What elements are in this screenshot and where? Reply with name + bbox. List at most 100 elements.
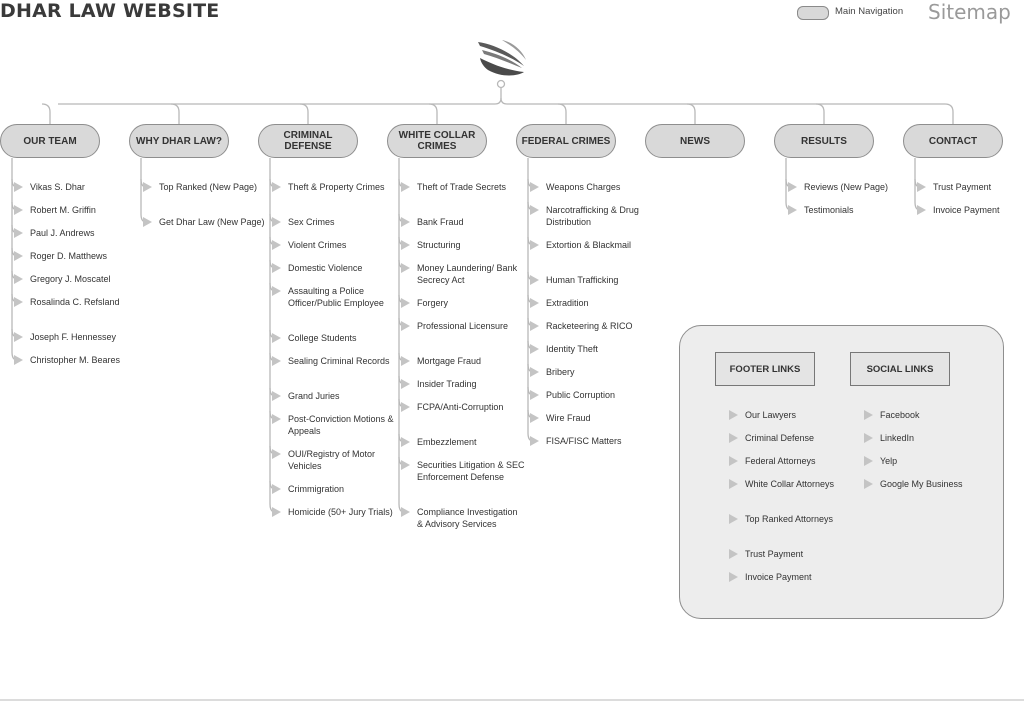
nav-item-narcotrafficking-drug-distribution[interactable]: Narcotrafficking & Drug Distribution [530,204,654,228]
arrow-right-icon [729,514,738,524]
nav-item-racketeering-rico[interactable]: Racketeering & RICO [530,320,654,332]
arrow-right-icon [401,298,410,308]
nav-item-bribery[interactable]: Bribery [530,366,654,378]
nav-item-weapons-charges[interactable]: Weapons Charges [530,181,654,193]
footer-item-federal-attorneys[interactable]: Federal Attorneys [729,455,835,467]
arrow-right-icon [401,240,410,250]
legend-main-nav-swatch [797,6,829,20]
arrow-right-icon [530,390,539,400]
nav-item-label: Testimonials [804,205,854,215]
nav-item-grand-juries[interactable]: Grand Juries [272,390,396,402]
nav-item-money-laundering-bank-secrecy-act[interactable]: Money Laundering/ Bank Secrecy Act [401,262,525,286]
footer-item-trust-payment[interactable]: Trust Payment [729,548,835,560]
arrow-right-icon [401,460,410,470]
nav-item-gregory-j-moscatel[interactable]: Gregory J. Moscatel [14,273,138,285]
nav-item-theft-of-trade-secrets[interactable]: Theft of Trade Secrets [401,181,525,193]
nav-item-top-ranked-new-page[interactable]: Top Ranked (New Page) [143,181,267,193]
nav-item-robert-m-griffin[interactable]: Robert M. Griffin [14,204,138,216]
nav-item-invoice-payment[interactable]: Invoice Payment [917,204,1024,216]
nav-item-sealing-criminal-records[interactable]: Sealing Criminal Records [272,355,396,367]
nav-item-joseph-f-hennessey[interactable]: Joseph F. Hennessey [14,331,138,343]
nav-item-label: Embezzlement [417,437,477,447]
nav-item-professional-licensure[interactable]: Professional Licensure [401,320,525,332]
nav-item-crimmigration[interactable]: Crimmigration [272,483,396,495]
nav-item-oui-registry-of-motor-vehicles[interactable]: OUI/Registry of Motor Vehicles [272,448,396,472]
nav-item-label: Invoice Payment [933,205,1000,215]
footer-item-criminal-defense[interactable]: Criminal Defense [729,432,835,444]
nav-node-label: NEWS [680,135,710,147]
arrow-right-icon [14,182,23,192]
arrow-right-icon [14,332,23,342]
arrow-right-icon [530,344,539,354]
arrow-right-icon [272,263,281,273]
nav-item-trust-payment[interactable]: Trust Payment [917,181,1024,193]
nav-item-label: Sex Crimes [288,217,335,227]
footer-item-linkedin[interactable]: LinkedIn [864,432,970,444]
nav-item-bank-fraud[interactable]: Bank Fraud [401,216,525,228]
nav-item-securities-litigation-sec-enforcement-defense[interactable]: Securities Litigation & SEC Enforcement … [401,459,525,483]
arrow-right-icon [401,263,410,273]
nav-item-get-dhar-law-new-page[interactable]: Get Dhar Law (New Page) [143,216,267,228]
nav-item-post-conviction-motions-appeals[interactable]: Post-Conviction Motions & Appeals [272,413,396,437]
nav-item-human-trafficking[interactable]: Human Trafficking [530,274,654,286]
nav-item-label: Human Trafficking [546,275,619,285]
nav-item-domestic-violence[interactable]: Domestic Violence [272,262,396,274]
nav-item-extortion-blackmail[interactable]: Extortion & Blackmail [530,239,654,251]
footer-item-facebook[interactable]: Facebook [864,409,970,421]
arrow-right-icon [272,182,281,192]
nav-item-theft-property-crimes[interactable]: Theft & Property Crimes [272,181,396,193]
nav-item-label: Get Dhar Law (New Page) [159,217,265,227]
nav-item-roger-d-matthews[interactable]: Roger D. Matthews [14,250,138,262]
nav-node-federal-crimes[interactable]: FEDERAL CRIMES [516,124,616,158]
nav-item-testimonials[interactable]: Testimonials [788,204,912,216]
nav-item-reviews-new-page[interactable]: Reviews (New Page) [788,181,912,193]
arrow-right-icon [864,456,873,466]
nav-item-insider-trading[interactable]: Insider Trading [401,378,525,390]
nav-item-violent-crimes[interactable]: Violent Crimes [272,239,396,251]
nav-item-wire-fraud[interactable]: Wire Fraud [530,412,654,424]
nav-node-results[interactable]: RESULTS [774,124,874,158]
footer-item-top-ranked-attorneys[interactable]: Top Ranked Attorneys [729,513,835,525]
footer-node-social-links[interactable]: SOCIAL LINKS [850,352,950,386]
arrow-right-icon [143,182,152,192]
nav-item-homicide-50-jury-trials[interactable]: Homicide (50+ Jury Trials) [272,506,396,518]
arrow-right-icon [401,379,410,389]
nav-node-white-collar-crimes[interactable]: WHITE COLLAR CRIMES [387,124,487,158]
nav-item-sex-crimes[interactable]: Sex Crimes [272,216,396,228]
footer-node-footer-links[interactable]: FOOTER LINKS [715,352,815,386]
nav-item-embezzlement[interactable]: Embezzlement [401,436,525,448]
nav-item-compliance-investigation-advisory-services[interactable]: Compliance Investigation & Advisory Serv… [401,506,525,530]
nav-node-contact[interactable]: CONTACT [903,124,1003,158]
footer-item-white-collar-attorneys[interactable]: White Collar Attorneys [729,478,835,490]
nav-item-public-corruption[interactable]: Public Corruption [530,389,654,401]
footer-item-google-my-business[interactable]: Google My Business [864,478,970,490]
arrow-right-icon [401,507,410,517]
nav-node-news[interactable]: NEWS [645,124,745,158]
nav-item-extradition[interactable]: Extradition [530,297,654,309]
footer-item-yelp[interactable]: Yelp [864,455,970,467]
nav-item-label: Identity Theft [546,344,598,354]
nav-item-label: Trust Payment [933,182,992,192]
nav-item-assaulting-a-police-officer-public-employee[interactable]: Assaulting a Police Officer/Public Emplo… [272,285,396,309]
nav-node-criminal-defense[interactable]: CRIMINAL DEFENSE [258,124,358,158]
nav-node-label: CONTACT [928,135,978,147]
nav-item-forgery[interactable]: Forgery [401,297,525,309]
nav-item-fisa-fisc-matters[interactable]: FISA/FISC Matters [530,435,654,447]
nav-item-college-students[interactable]: College Students [272,332,396,344]
arrow-right-icon [272,507,281,517]
nav-item-rosalinda-c-refsland[interactable]: Rosalinda C. Refsland [14,296,138,308]
nav-item-fcpa-anti-corruption[interactable]: FCPA/Anti-Corruption [401,401,525,413]
nav-item-vikas-s-dhar[interactable]: Vikas S. Dhar [14,181,138,193]
nav-item-structuring[interactable]: Structuring [401,239,525,251]
nav-node-why-dhar-law[interactable]: WHY DHAR LAW? [129,124,229,158]
arrow-right-icon [788,205,797,215]
arrow-right-icon [401,402,410,412]
sitemap-label: Sitemap [928,0,1011,24]
nav-node-our-team[interactable]: OUR TEAM [0,124,100,158]
nav-item-mortgage-fraud[interactable]: Mortgage Fraud [401,355,525,367]
footer-item-our-lawyers[interactable]: Our Lawyers [729,409,835,421]
nav-item-paul-j-andrews[interactable]: Paul J. Andrews [14,227,138,239]
footer-item-invoice-payment[interactable]: Invoice Payment [729,571,835,583]
nav-item-identity-theft[interactable]: Identity Theft [530,343,654,355]
nav-item-christopher-m-beares[interactable]: Christopher M. Beares [14,354,138,366]
